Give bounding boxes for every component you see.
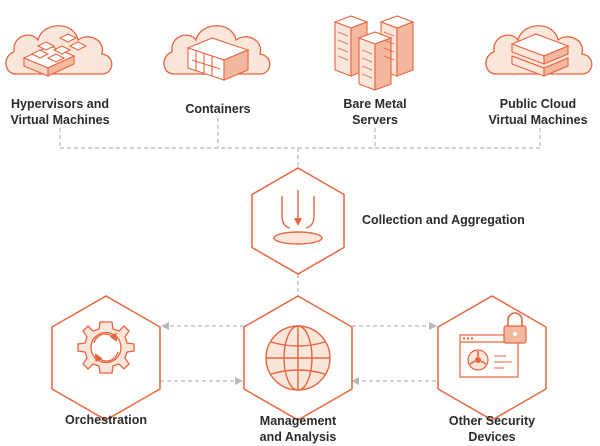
source-label-line: Servers [352, 113, 398, 127]
management-label: Management and Analysis [238, 413, 358, 445]
source-label-bare-metal: Bare Metal Servers [315, 96, 435, 128]
security-label-line: Other Security [448, 414, 536, 428]
security-device-icon [459, 312, 527, 378]
collection-label: Collection and Aggregation [362, 212, 525, 228]
collection-label-text: Collection and Aggregation [362, 213, 525, 227]
gear-icon [77, 321, 135, 374]
security-label-line: Devices [468, 430, 516, 444]
management-label-line: Management [259, 414, 337, 428]
security-label: Other Security Devices [432, 413, 552, 445]
source-label-line: Virtual Machines [488, 113, 588, 127]
cloud-virtual-machines-icon [5, 25, 113, 77]
source-label-line: Virtual Machines [10, 113, 110, 127]
cloud-containers-icon [163, 25, 271, 81]
source-label-public-cloud: Public Cloud Virtual Machines [476, 96, 600, 128]
bare-metal-servers-icon [333, 15, 415, 91]
security-node [437, 295, 547, 421]
globe-icon [265, 325, 331, 391]
connector-lines [59, 118, 541, 385]
source-label-hypervisors: Hypervisors and Virtual Machines [0, 96, 120, 128]
source-label-line: Hypervisors and [11, 97, 109, 111]
orchestration-label-text: Orchestration [65, 413, 147, 427]
orchestration-label: Orchestration [46, 412, 166, 428]
source-label-containers: Containers [158, 101, 278, 117]
source-label-line: Containers [185, 102, 251, 116]
source-label-line: Public Cloud [499, 97, 577, 111]
orchestration-node [51, 295, 161, 421]
management-node [243, 295, 353, 421]
collection-funnel-icon [273, 190, 323, 245]
collection-node [251, 167, 345, 275]
management-label-line: and Analysis [259, 430, 337, 444]
source-label-line: Bare Metal [343, 97, 407, 111]
cloud-servers-icon [485, 25, 593, 77]
